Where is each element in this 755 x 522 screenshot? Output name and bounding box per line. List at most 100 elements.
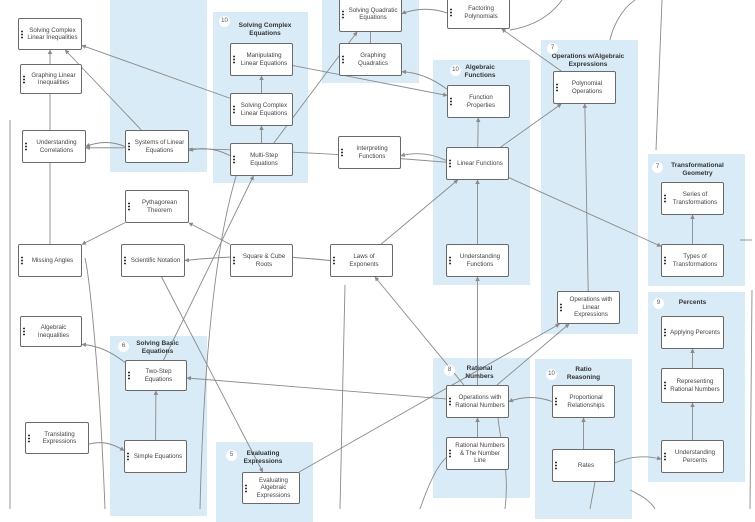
node-alg-ineq[interactable]: Algebraic Inequalities — [20, 316, 82, 347]
drag-handle-icon[interactable] — [21, 256, 23, 265]
node-scientific[interactable]: Scientific Notation — [121, 244, 185, 277]
drag-handle-icon[interactable] — [341, 148, 343, 157]
drag-handle-icon[interactable] — [664, 256, 666, 265]
node-graphing-quadratics[interactable]: Graphing Quadratics — [339, 43, 402, 76]
drag-handle-icon[interactable] — [449, 256, 451, 265]
node-simple-eq[interactable]: Simple Equations — [124, 440, 187, 473]
drag-handle-icon[interactable] — [664, 194, 666, 203]
group-number-badge: 7 — [547, 43, 558, 54]
edge-solving-complex-lin-to-complex-ineq — [82, 45, 230, 98]
node-types-transform[interactable]: Types of Transformations — [661, 244, 724, 277]
node-rational-line[interactable]: Rational Numbers & The Number Line — [446, 437, 509, 470]
node-pythagorean[interactable]: Pythagorean Theorem — [125, 190, 189, 223]
group-title: Rational Numbers — [457, 365, 502, 380]
node-poly-ops[interactable]: Polynomial Operations — [553, 71, 616, 104]
node-laws-exponents[interactable]: Laws of Exponents — [330, 244, 393, 277]
node-applying-percents[interactable]: Applying Percents — [661, 316, 724, 349]
edge-offscreen — [750, 290, 752, 509]
node-multi-step[interactable]: Multi-Step Equations — [230, 143, 293, 176]
node-ops-linear-expr[interactable]: Operations with Linear Expressions — [557, 291, 620, 324]
drag-handle-icon[interactable] — [128, 202, 130, 211]
group-title: Solving Basic Equations — [125, 340, 190, 355]
edge-function-props-to-graphing-quadratics — [402, 72, 447, 90]
node-function-props[interactable]: Function Properties — [447, 85, 510, 118]
drag-handle-icon[interactable] — [23, 327, 25, 336]
node-understanding-functions[interactable]: Understanding Functions — [446, 244, 509, 277]
node-representing-rational[interactable]: Representing Rational Numbers — [661, 368, 724, 403]
group-title: Algebraic Functions — [455, 64, 505, 79]
node-label: Multi-Step Equations — [239, 152, 289, 167]
drag-handle-icon[interactable] — [342, 55, 344, 64]
node-label: Proportional Relationships — [561, 394, 611, 409]
node-manipulating[interactable]: Manipulating Linear Equations — [230, 43, 293, 76]
node-rates[interactable]: Rates — [552, 449, 615, 482]
edge-pythagorean-to-missing-angles — [82, 223, 125, 245]
drag-handle-icon[interactable] — [128, 371, 130, 380]
group-title: Ratio Reasoning — [561, 366, 606, 381]
drag-handle-icon[interactable] — [127, 452, 129, 461]
node-evaluating-alg[interactable]: Evaluating Algebraic Expressions — [242, 472, 300, 504]
node-missing-angles[interactable]: Missing Angles — [18, 244, 82, 277]
drag-handle-icon[interactable] — [560, 303, 562, 312]
node-label: Solving Quadratic Equations — [348, 7, 398, 22]
node-series-transform[interactable]: Series of Transformations — [661, 182, 724, 215]
node-label: Polynomial Operations — [562, 80, 612, 95]
node-understanding-percents[interactable]: Understanding Percents — [661, 440, 724, 473]
edge-proportional-to-ops-rational — [509, 398, 552, 402]
node-label: Translating Expressions — [34, 431, 85, 446]
drag-handle-icon[interactable] — [233, 256, 235, 265]
edge-systems-to-correlations — [86, 143, 125, 147]
drag-handle-icon[interactable] — [233, 105, 235, 114]
drag-handle-icon[interactable] — [664, 452, 666, 461]
drag-handle-icon[interactable] — [449, 159, 451, 168]
node-complex-ineq[interactable]: Solving Complex Linear Inequalities — [18, 18, 82, 50]
node-label: Series of Transformations — [670, 191, 720, 206]
drag-handle-icon[interactable] — [556, 83, 558, 92]
drag-handle-icon[interactable] — [23, 75, 25, 84]
edge-offscreen — [590, 482, 595, 509]
node-systems[interactable]: Systems of Linear Equations — [125, 130, 189, 163]
node-solving-complex-lin[interactable]: Solving Complex Linear Equations — [230, 93, 293, 126]
edge-linear-functions-to-types-transform — [509, 178, 661, 247]
drag-handle-icon[interactable] — [21, 30, 23, 39]
node-interpreting[interactable]: Interpreting Functions — [338, 136, 401, 169]
drag-handle-icon[interactable] — [233, 55, 235, 64]
drag-handle-icon[interactable] — [233, 155, 235, 164]
drag-handle-icon[interactable] — [555, 461, 557, 470]
drag-handle-icon[interactable] — [555, 397, 557, 406]
group-title: Solving Complex Equations — [230, 22, 300, 37]
node-proportional[interactable]: Proportional Relationships — [552, 385, 615, 418]
drag-handle-icon[interactable] — [450, 8, 452, 17]
node-graph-ineq[interactable]: Graphing Linear Inequalities — [20, 64, 82, 94]
group-number-badge: 10 — [546, 369, 557, 380]
group-number-badge: 8 — [444, 365, 455, 376]
group-title: Transformational Geometry — [660, 162, 735, 177]
drag-handle-icon[interactable] — [124, 256, 126, 265]
drag-handle-icon[interactable] — [450, 97, 452, 106]
node-two-step[interactable]: Two-Step Equations — [125, 360, 187, 391]
node-correlations[interactable]: Understanding Correlations — [22, 130, 86, 163]
node-solving-quadratic[interactable]: Solving Quadratic Equations — [339, 0, 402, 32]
node-linear-functions[interactable]: Linear Functions — [446, 147, 509, 180]
node-label: Applying Percents — [670, 329, 720, 336]
drag-handle-icon[interactable] — [449, 449, 451, 458]
node-ops-rational[interactable]: Operations with Rational Numbers — [446, 385, 509, 418]
drag-handle-icon[interactable] — [333, 256, 335, 265]
node-square-cube[interactable]: Square & Cube Roots — [230, 244, 293, 277]
drag-handle-icon[interactable] — [28, 434, 30, 443]
edge-offscreen — [656, 0, 662, 150]
drag-handle-icon[interactable] — [664, 381, 666, 390]
node-translating[interactable]: Translating Expressions — [25, 422, 89, 454]
node-label: Algebraic Inequalities — [29, 324, 78, 339]
node-factoring[interactable]: Factoring Polynomials — [447, 0, 510, 29]
node-label: Interpreting Functions — [347, 145, 397, 160]
drag-handle-icon[interactable] — [128, 142, 130, 151]
drag-handle-icon[interactable] — [449, 397, 451, 406]
group-number-badge: 5 — [226, 450, 237, 461]
drag-handle-icon[interactable] — [342, 10, 344, 19]
node-label: Simple Equations — [134, 453, 182, 460]
drag-handle-icon[interactable] — [25, 142, 27, 151]
drag-handle-icon[interactable] — [664, 328, 666, 337]
node-label: Graphing Linear Inequalities — [29, 72, 78, 87]
drag-handle-icon[interactable] — [245, 484, 247, 493]
